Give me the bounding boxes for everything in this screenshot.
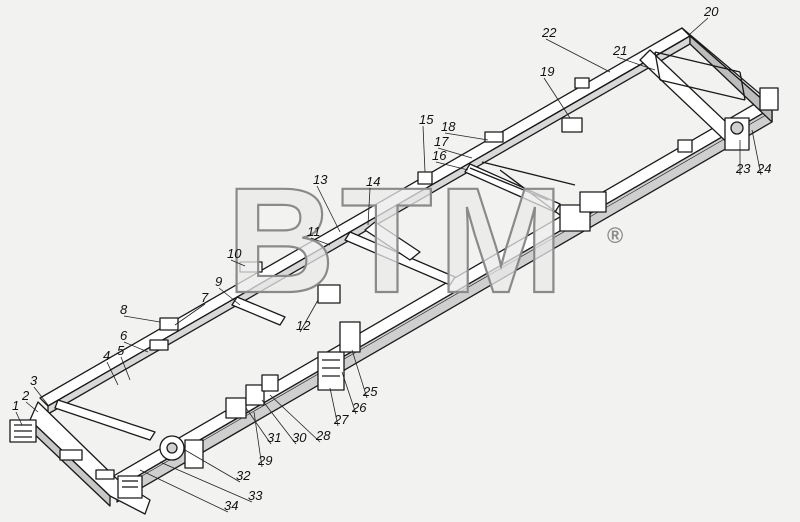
front-spring-bracket bbox=[159, 435, 204, 469]
callout-number-15: 15 bbox=[419, 112, 434, 127]
callout-number-33: 33 bbox=[248, 488, 263, 503]
callout-leader-3 bbox=[33, 386, 49, 406]
callout-leader-17 bbox=[437, 147, 473, 159]
callout-number-20: 20 bbox=[703, 4, 719, 19]
callout-leader-1 bbox=[15, 411, 23, 426]
callout-leader-13 bbox=[316, 185, 341, 233]
callout-number-1: 1 bbox=[12, 398, 19, 413]
callout-leader-20 bbox=[689, 17, 709, 35]
tow-hook-left bbox=[9, 419, 37, 443]
callout-number-2: 2 bbox=[21, 388, 30, 403]
callout-leader-9 bbox=[218, 287, 241, 306]
rear-spring-bracket-rear bbox=[724, 87, 779, 151]
watermark: BTM ® bbox=[225, 155, 623, 325]
callout-leader-21 bbox=[616, 56, 656, 71]
callout-number-34: 34 bbox=[224, 498, 238, 513]
callout-number-26: 26 bbox=[351, 400, 367, 415]
callout-number-25: 25 bbox=[362, 384, 378, 399]
callout-leader-11 bbox=[310, 237, 331, 246]
callout-leader-27 bbox=[329, 387, 339, 427]
callout-number-19: 19 bbox=[540, 64, 554, 79]
cross-member-center bbox=[344, 221, 456, 286]
watermark-registered-mark: ® bbox=[607, 223, 623, 248]
callout-leader-31 bbox=[245, 407, 272, 445]
callout-leader-12 bbox=[299, 299, 319, 333]
callout-number-13: 13 bbox=[313, 172, 328, 187]
callout-number-21: 21 bbox=[612, 43, 627, 58]
callout-leader-4 bbox=[106, 361, 119, 386]
frame-drawing bbox=[9, 27, 779, 515]
callout-number-5: 5 bbox=[117, 343, 125, 358]
callout-leader-7 bbox=[174, 303, 206, 326]
callout-leader-28 bbox=[269, 394, 321, 443]
callout-number-11: 11 bbox=[307, 224, 321, 239]
callout-number-24: 24 bbox=[756, 161, 771, 176]
callout-leader-18 bbox=[444, 132, 489, 141]
callout-leader-22 bbox=[545, 38, 611, 73]
callout-leader-15 bbox=[422, 125, 426, 173]
callout-leader-14 bbox=[367, 187, 371, 226]
cross-member-front-mid bbox=[231, 296, 286, 326]
tow-hook-right bbox=[117, 475, 143, 499]
callout-number-10: 10 bbox=[227, 246, 242, 261]
callout-number-18: 18 bbox=[441, 119, 456, 134]
callout-number-16: 16 bbox=[432, 148, 447, 163]
rear-spring-bracket-front bbox=[317, 321, 361, 391]
callout-number-8: 8 bbox=[120, 302, 128, 317]
callout-leader-25 bbox=[351, 349, 368, 399]
rear-cross-member bbox=[639, 27, 773, 151]
callout-number-29: 29 bbox=[257, 453, 272, 468]
callout-number-32: 32 bbox=[236, 468, 251, 483]
callout-number-9: 9 bbox=[215, 274, 222, 289]
callout-number-7: 7 bbox=[201, 290, 209, 305]
callout-number-28: 28 bbox=[315, 428, 331, 443]
callout-number-27: 27 bbox=[333, 412, 349, 427]
callout-leader-10 bbox=[230, 259, 246, 267]
callout-leader-33 bbox=[159, 461, 253, 503]
callout-leader-6 bbox=[123, 341, 149, 353]
callout-leaders bbox=[15, 17, 762, 513]
callout-leader-26 bbox=[341, 371, 357, 415]
center-support-brackets bbox=[225, 191, 607, 419]
callout-number-23: 23 bbox=[735, 161, 751, 176]
callout-number-17: 17 bbox=[434, 134, 449, 149]
callout-leader-19 bbox=[543, 77, 571, 119]
callout-number-30: 30 bbox=[292, 430, 307, 445]
callout-leader-5 bbox=[120, 356, 131, 381]
callout-leader-2 bbox=[25, 401, 39, 413]
callout-number-4: 4 bbox=[103, 348, 110, 363]
callout-leader-8 bbox=[123, 315, 161, 323]
callout-number-6: 6 bbox=[120, 328, 128, 343]
callout-number-14: 14 bbox=[366, 174, 380, 189]
watermark-text: BTM bbox=[227, 156, 570, 324]
callout-leader-34 bbox=[139, 469, 229, 513]
callout-leader-32 bbox=[184, 449, 241, 483]
callout-leader-30 bbox=[261, 399, 297, 445]
cross-member-mid-rear bbox=[464, 161, 576, 216]
callout-leader-16 bbox=[435, 161, 469, 171]
callout-number-12: 12 bbox=[296, 318, 311, 333]
callout-leader-24 bbox=[751, 129, 762, 176]
callout-number-31: 31 bbox=[267, 430, 281, 445]
callout-number-3: 3 bbox=[30, 373, 38, 388]
small-plates bbox=[149, 77, 693, 351]
callout-number-22: 22 bbox=[541, 25, 557, 40]
